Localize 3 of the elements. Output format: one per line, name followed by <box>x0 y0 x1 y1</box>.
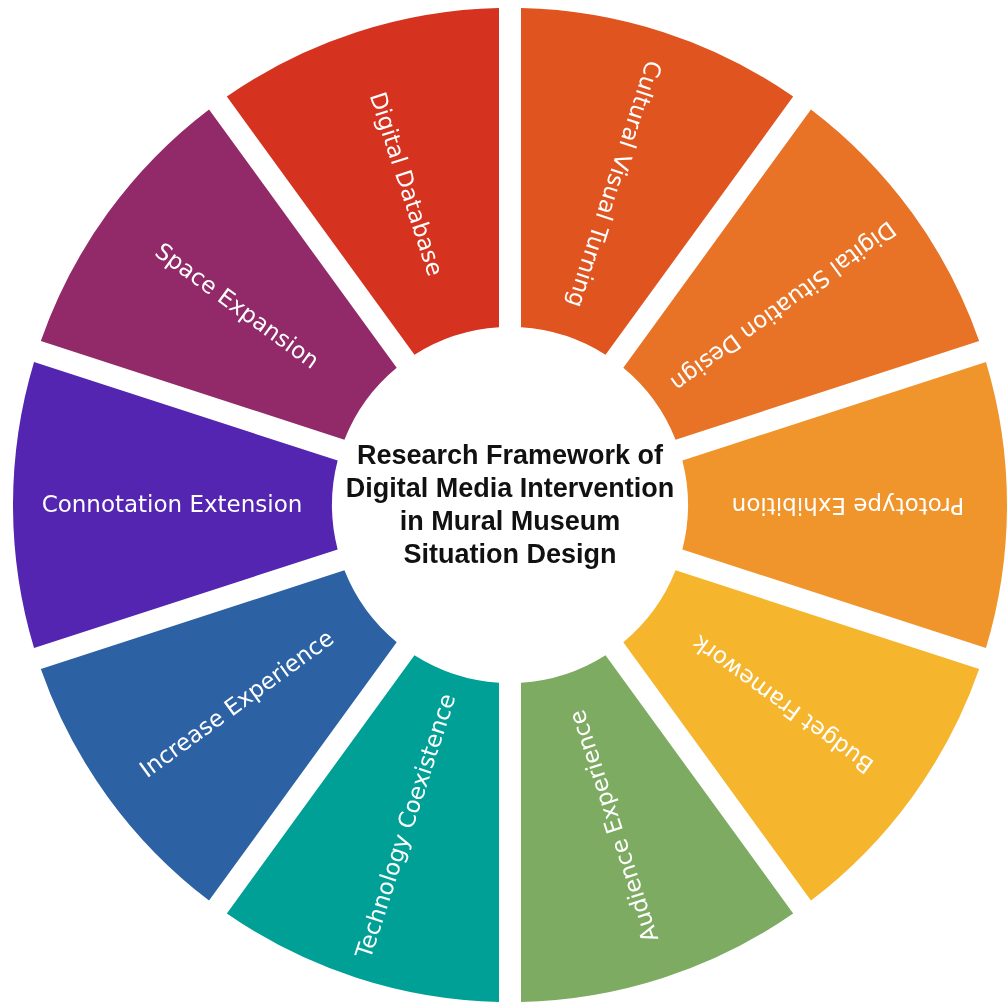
segment-label: Prototype Exhibition <box>731 492 965 518</box>
center-title: Research Framework of Digital Media Intervention in Mural Museum Situation Design <box>345 439 675 571</box>
segment-label: Connotation Extension <box>41 492 303 518</box>
